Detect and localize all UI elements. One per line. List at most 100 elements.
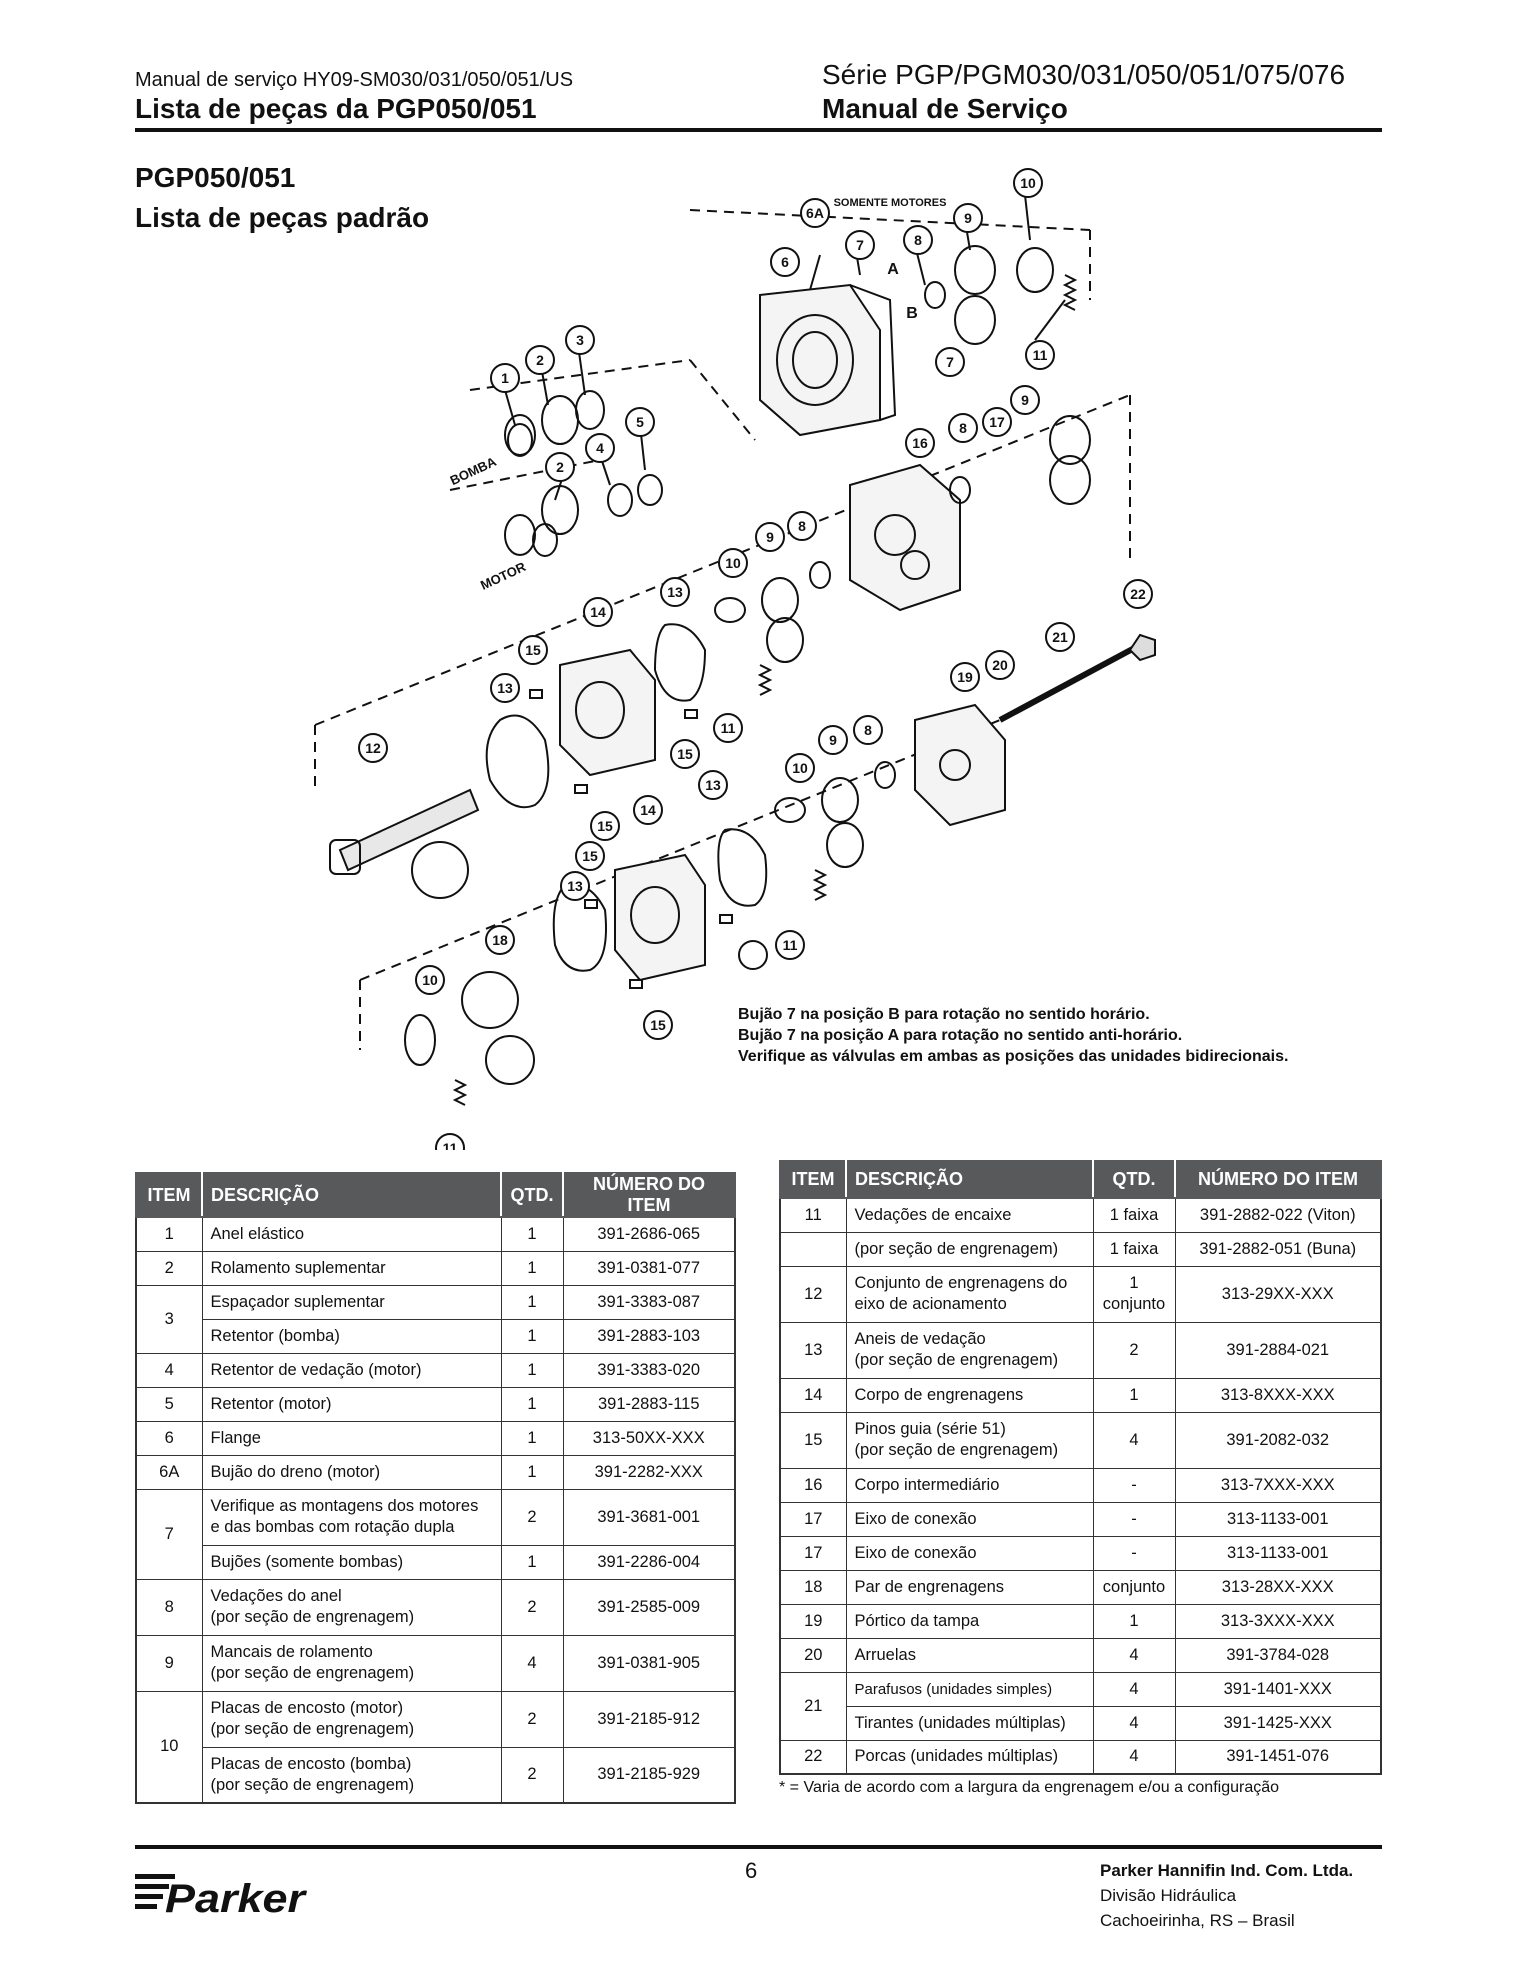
desc-line: (por seção de engrenagem): [854, 1441, 1059, 1459]
qty-line: conjunto: [1102, 1295, 1166, 1313]
cell-qty: 4: [1092, 1705, 1176, 1741]
callout-2a: 2: [536, 352, 544, 368]
cell-item: 6: [135, 1420, 203, 1456]
callout-8a: 8: [914, 232, 922, 248]
callout-13b: 13: [497, 680, 513, 696]
table-row: 10 Placas de encosto (motor)(por seção d…: [135, 1690, 736, 1804]
callout-10a: 10: [1020, 175, 1036, 191]
header-left: Manual de serviço HY09-SM030/031/050/051…: [135, 68, 815, 126]
cell-desc: Tirantes (unidades múltiplas): [845, 1705, 1094, 1741]
callout-8d: 8: [864, 722, 872, 738]
table-footnote: * = Varia de acordo com a largura da eng…: [779, 1779, 1280, 1796]
cell-part: 391-2185-912: [562, 1690, 736, 1748]
cell-qty: 4: [1092, 1739, 1176, 1775]
cell-item: 4: [135, 1352, 203, 1388]
desc-line: (por seção de engrenagem): [210, 1608, 415, 1626]
cell-qty: -: [1092, 1467, 1176, 1503]
table-row: 5 Retentor (motor) 1 391-2883-115: [135, 1386, 736, 1422]
cell-desc: Porcas (unidades múltiplas): [845, 1739, 1094, 1775]
callout-6a: 6A: [806, 205, 824, 221]
cell-part: 391-2282-XXX: [562, 1454, 736, 1490]
cell-qty: conjunto: [1092, 1569, 1176, 1605]
cell-part: 391-3784-028: [1174, 1637, 1382, 1673]
callout-11d: 11: [443, 1140, 458, 1150]
cell-desc: Retentor de vedação (motor): [201, 1352, 502, 1388]
cell-item: 17: [779, 1535, 847, 1571]
cell-qty: 1: [500, 1318, 564, 1354]
page-number: 6: [745, 1858, 758, 1883]
cell-desc: Pórtico da tampa: [845, 1603, 1094, 1639]
table-row: 8 Vedações do anel(por seção de engrenag…: [135, 1578, 736, 1636]
parts-table-left: ITEM DESCRIÇÃO QTD. NÚMERO DO ITEM 1 Ane…: [135, 1172, 736, 1804]
cell-item: 17: [779, 1501, 847, 1537]
cell-part: 391-3681-001: [562, 1488, 736, 1546]
note-line: Bujão 7 na posição B para rotação no sen…: [738, 1006, 1150, 1023]
callout-9a: 9: [964, 210, 972, 226]
table-row: 9 Mancais de rolamento(por seção de engr…: [135, 1634, 736, 1692]
cell-desc: Parafusos (unidades simples): [845, 1671, 1094, 1707]
col-item: ITEM: [135, 1172, 203, 1218]
callout-18: 18: [492, 932, 508, 948]
cell-item: 20: [779, 1637, 847, 1673]
cell-desc: Bujões (somente bombas): [201, 1544, 502, 1580]
cell-desc: Arruelas: [845, 1637, 1094, 1673]
desc-line: e das bombas com rotação dupla: [210, 1518, 455, 1536]
cell-part: 391-3383-020: [562, 1352, 736, 1388]
callout-15e: 15: [650, 1017, 666, 1033]
cell-part: 313-3XXX-XXX: [1174, 1603, 1382, 1639]
cell-part: 313-7XXX-XXX: [1174, 1467, 1382, 1503]
callout-10c: 10: [792, 760, 808, 776]
cell-part: 313-1133-001: [1174, 1535, 1382, 1571]
footer-divider: [135, 1845, 1382, 1849]
cell-qty: 1: [1092, 1603, 1176, 1639]
desc-line: eixo de acionamento: [854, 1295, 1007, 1313]
callout-5: 5: [636, 414, 644, 430]
callout-15d: 15: [582, 848, 598, 864]
callout-1: 1: [501, 370, 509, 386]
callout-13d: 13: [567, 878, 583, 894]
callout-22: 22: [1130, 586, 1146, 602]
table-row: 20 Arruelas 4 391-3784-028: [779, 1637, 1382, 1673]
table-row: 1 Anel elástico 1 391-2686-065: [135, 1216, 736, 1252]
cell-part: 391-1425-XXX: [1174, 1705, 1382, 1741]
callout-21: 21: [1052, 629, 1068, 645]
cell-item: 18: [779, 1569, 847, 1605]
cell-qty: 1: [500, 1284, 564, 1320]
cell-desc: Aneis de vedação(por seção de engrenagem…: [845, 1321, 1094, 1379]
cell-part: 391-2882-022 (Viton): [1174, 1197, 1382, 1233]
cell-item: 2: [135, 1250, 203, 1286]
table-row: 6 Flange 1 313-50XX-XXX: [135, 1420, 736, 1456]
table-row: 17 Eixo de conexão - 313-1133-001: [779, 1535, 1382, 1571]
callout-11a: 11: [1033, 347, 1048, 363]
callout-3: 3: [576, 332, 584, 348]
col-description: DESCRIÇÃO: [201, 1172, 502, 1218]
cell-qty: 1: [500, 1216, 564, 1252]
table-row: 6A Bujão do dreno (motor) 1 391-2282-XXX: [135, 1454, 736, 1490]
table-row: 22 Porcas (unidades múltiplas) 4 391-145…: [779, 1739, 1382, 1775]
cell-desc: Placas de encosto (bomba)(por seção de e…: [201, 1746, 502, 1804]
cell-item: 14: [779, 1377, 847, 1413]
cell-qty: 1: [500, 1544, 564, 1580]
cell-item: 1: [135, 1216, 203, 1252]
callout-14b: 14: [640, 802, 656, 818]
manual-title: Manual de Serviço: [822, 93, 1068, 124]
cell-desc: Bujão do dreno (motor): [201, 1454, 502, 1490]
cell-part: 391-0381-077: [562, 1250, 736, 1286]
cell-qty: 2: [500, 1690, 564, 1748]
table-row: Retentor (bomba) 1 391-2883-103: [136, 1318, 736, 1354]
col-item: ITEM: [779, 1160, 847, 1199]
table-row: 4 Retentor de vedação (motor) 1 391-3383…: [135, 1352, 736, 1388]
table-row: 16 Corpo intermediário - 313-7XXX-XXX: [779, 1467, 1382, 1503]
desc-line: Placas de encosto (motor): [210, 1699, 404, 1717]
cell-desc: Vedações do anel(por seção de engrenagem…: [201, 1578, 502, 1636]
cell-desc: Flange: [201, 1420, 502, 1456]
col-description: DESCRIÇÃO: [845, 1160, 1094, 1199]
callout-14a: 14: [590, 604, 606, 620]
note-line: Verifique as válvulas em ambas as posiçõ…: [738, 1048, 1289, 1065]
cell-item: 7: [135, 1488, 203, 1580]
manual-code: Manual de serviço HY09-SM030/031/050/051…: [135, 69, 574, 91]
cell-desc: Placas de encosto (motor)(por seção de e…: [201, 1690, 502, 1748]
cell-qty: -: [1092, 1535, 1176, 1571]
